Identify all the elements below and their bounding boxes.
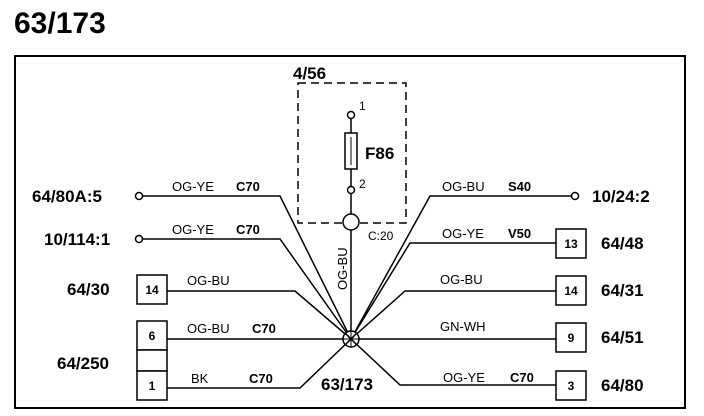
left-ref-4: 64/250	[57, 354, 109, 373]
wire-right-2-code: V50	[508, 226, 531, 241]
wire-left-5-color: BK	[191, 371, 209, 386]
wire-right-5-code: C70	[510, 370, 534, 385]
pin-right-9: 9	[568, 331, 575, 345]
wire-left-1-code: C70	[236, 179, 260, 194]
right-ref-4: 64/51	[601, 328, 644, 347]
connector-c20	[342, 213, 360, 231]
terminal-right-1	[570, 191, 580, 201]
pin-box-left-14	[136, 274, 168, 305]
pin-box-left-1	[136, 370, 168, 401]
pin-box-right-9	[555, 322, 587, 353]
left-ref-1: 64/80A:5	[32, 187, 102, 206]
fuse-pin-1-label: 1	[359, 99, 366, 113]
wire-right-2	[350, 242, 556, 340]
diagram-frame	[14, 55, 686, 409]
left-ref-2: 10/114:1	[44, 230, 110, 249]
splice-label: 63/173	[321, 375, 373, 394]
wire-right-5	[350, 338, 556, 386]
vertical-wire-color: OG-BU	[335, 247, 350, 290]
right-ref-1: 10/24:2	[592, 187, 650, 206]
right-ref-3: 64/31	[601, 281, 644, 300]
wire-left-2	[143, 238, 352, 340]
wire-left-4-color: OG-BU	[187, 321, 230, 336]
pin-box-right-13	[555, 228, 587, 259]
fuse-label: F86	[365, 144, 394, 163]
pin-right-3: 3	[568, 379, 575, 393]
wire-left-1	[143, 195, 352, 340]
splice-63-173	[342, 330, 360, 348]
terminal-left-2	[134, 234, 144, 244]
left-wires	[143, 195, 352, 389]
pin-left-6: 6	[149, 329, 156, 343]
wire-right-4-color: GN-WH	[440, 319, 486, 334]
wire-right-3-color: OG-BU	[440, 272, 483, 287]
left-ref-3: 64/30	[67, 280, 110, 299]
fuse-pin-2-terminal	[346, 185, 356, 195]
wire-right-3	[350, 290, 556, 340]
pin-left-14: 14	[145, 283, 159, 297]
pin-box-right-3	[555, 370, 587, 401]
pin-box-left-blank	[136, 349, 168, 372]
wire-left-5-code: C70	[249, 371, 273, 386]
connector-label: C:20	[368, 229, 394, 243]
wire-left-2-code: C70	[236, 222, 260, 237]
wire-right-1	[350, 195, 571, 340]
wire-left-1-color: OG-YE	[172, 179, 214, 194]
page-title: 63/173	[14, 7, 106, 40]
pin-box-right-14	[555, 275, 587, 306]
wire-left-3	[167, 290, 352, 340]
wire-right-1-color: OG-BU	[442, 179, 485, 194]
wire-left-5	[167, 338, 352, 389]
pin-left-1: 1	[149, 379, 156, 393]
fuse-box-ref: 4/56	[293, 64, 326, 83]
wire-left-2-color: OG-YE	[172, 222, 214, 237]
terminal-left-1	[134, 191, 144, 201]
right-ref-5: 64/80	[601, 376, 644, 395]
wire-right-5-color: OG-YE	[443, 370, 485, 385]
wire-right-1-code: S40	[508, 179, 531, 194]
pin-right-14: 14	[564, 284, 578, 298]
right-ref-2: 64/48	[601, 234, 644, 253]
wire-left-3-color: OG-BU	[187, 273, 230, 288]
right-wires	[350, 195, 571, 386]
pin-box-left-6	[136, 320, 168, 351]
fuse-pin-2-label: 2	[359, 177, 366, 191]
wire-right-2-color: OG-YE	[442, 226, 484, 241]
wire-left-4-code: C70	[252, 321, 276, 336]
fuse-pin-1-terminal	[346, 110, 356, 120]
pin-right-13: 13	[564, 237, 578, 251]
